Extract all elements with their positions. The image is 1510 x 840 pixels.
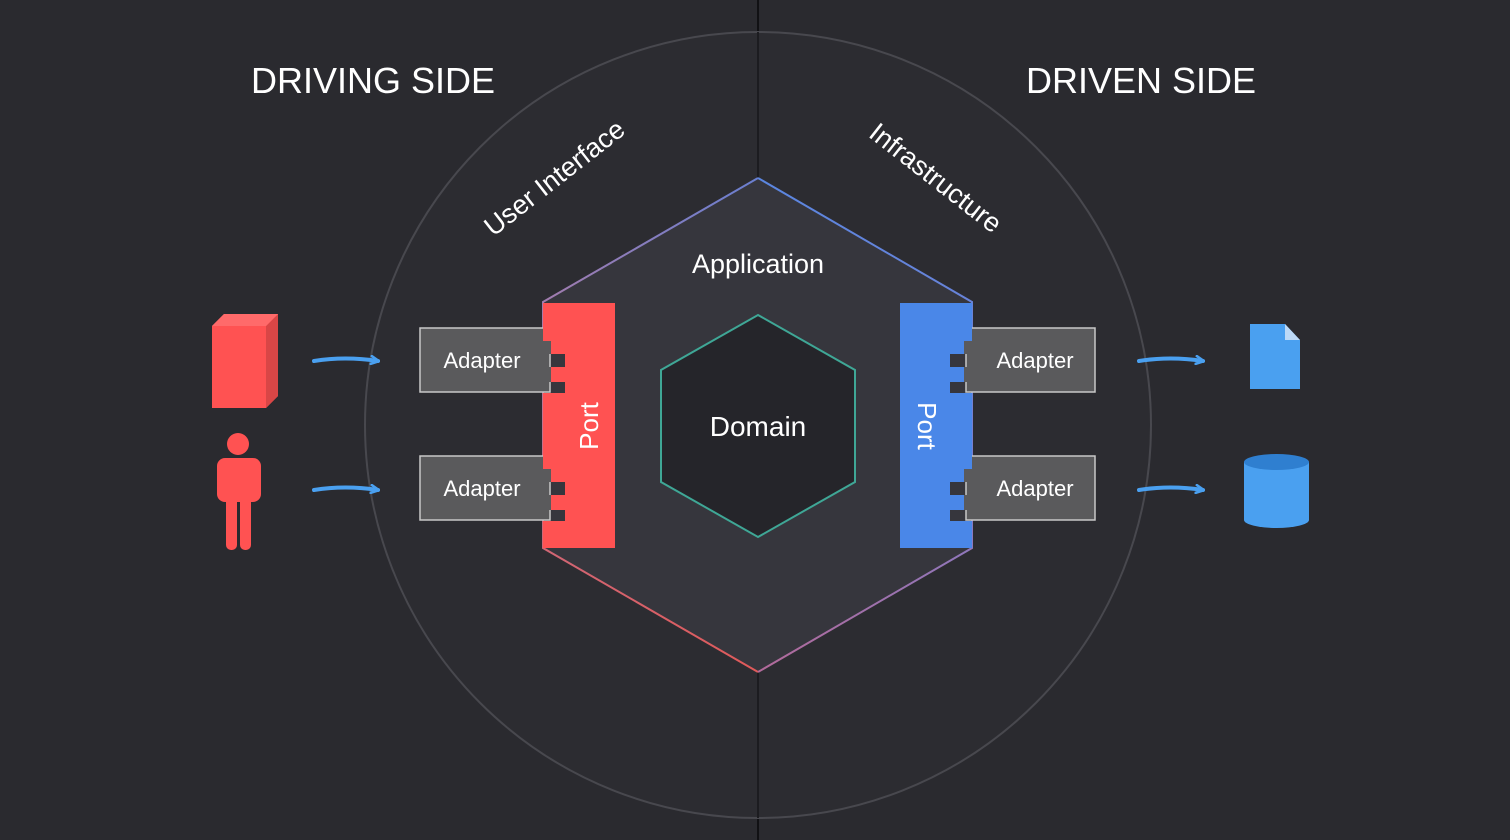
left-adapter-top-box (419, 327, 551, 393)
left-bottom-arrow (312, 488, 378, 491)
left-adapter-top: Adapter (419, 327, 551, 393)
left-port (543, 303, 615, 548)
right-top-stub-2 (964, 367, 972, 382)
left-top-stub-2 (543, 367, 551, 382)
right-port-label: Port (912, 402, 942, 450)
left-adapter-top-label: Adapter (443, 348, 520, 373)
domain-hexagon (660, 313, 856, 539)
document-icon (1250, 324, 1300, 389)
right-adapter-bottom-label: Adapter (996, 476, 1073, 501)
left-adapter-bottom-label: Adapter (443, 476, 520, 501)
driving-side-title: DRIVING SIDE (251, 60, 495, 101)
left-top-arrow (312, 359, 378, 362)
domain-label: Domain (710, 411, 806, 442)
person-icon (217, 433, 261, 550)
right-adapter-bottom-box (965, 455, 1096, 521)
left-adapter-bottom: Adapter (419, 455, 551, 521)
right-top-stub-1 (964, 341, 972, 354)
left-bottom-stub-2 (543, 495, 551, 510)
right-adapter-top: Adapter (965, 327, 1096, 393)
right-bottom-stub-1 (964, 469, 972, 482)
right-adapter-bottom: Adapter (965, 455, 1096, 521)
right-bottom-stub-2 (964, 495, 972, 510)
database-icon (1244, 454, 1309, 528)
right-adapter-top-label: Adapter (996, 348, 1073, 373)
left-port-label: Port (574, 401, 604, 449)
right-bottom-arrow (1137, 488, 1203, 491)
right-adapter-top-box (965, 327, 1096, 393)
driven-side-title: DRIVEN SIDE (1026, 60, 1256, 101)
server-icon (212, 314, 278, 408)
right-port (900, 303, 972, 548)
left-adapter-bottom-box (419, 455, 551, 521)
right-top-arrow (1137, 359, 1203, 362)
application-label: Application (692, 249, 824, 279)
left-top-stub-1 (543, 341, 551, 354)
left-bottom-stub-1 (543, 469, 551, 482)
